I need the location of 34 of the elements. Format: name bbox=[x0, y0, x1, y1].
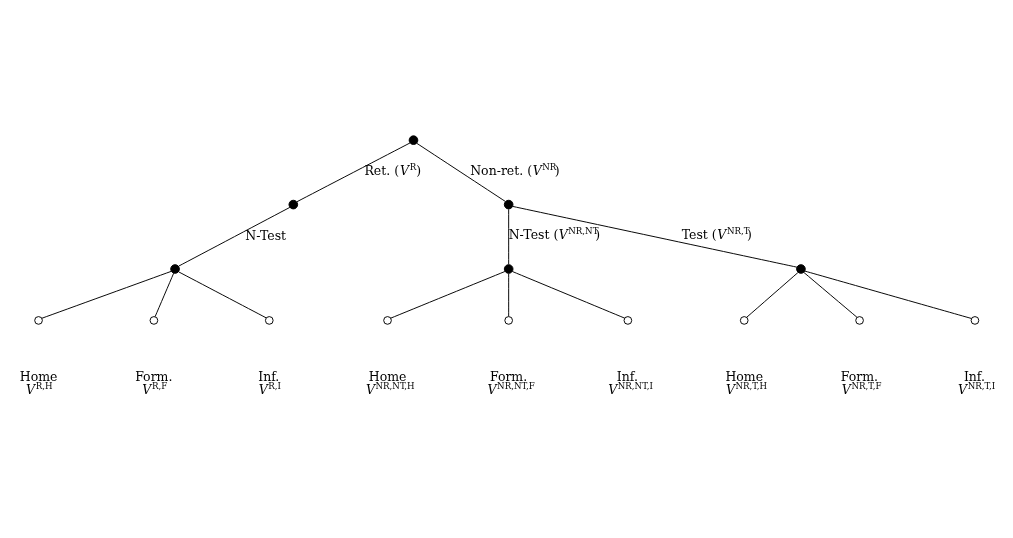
edge-label: Ret. (V$^{R}$) bbox=[364, 161, 422, 178]
node-circle bbox=[383, 316, 392, 325]
connector bbox=[390, 271, 506, 319]
node-dot bbox=[796, 264, 806, 274]
node-circle bbox=[623, 316, 633, 325]
edge-label: Non-ret. (V$^{NR}$) bbox=[470, 161, 560, 178]
node-dot bbox=[170, 264, 180, 274]
connector bbox=[511, 271, 626, 319]
connector bbox=[416, 142, 506, 202]
node-circle bbox=[149, 316, 159, 325]
connector bbox=[804, 270, 972, 319]
connector bbox=[296, 142, 411, 203]
edge-label: N-Test (V$^{NR,NT}$) bbox=[508, 226, 601, 243]
connector bbox=[178, 206, 291, 267]
node-circle bbox=[34, 316, 43, 325]
connector bbox=[803, 271, 858, 318]
connector bbox=[178, 271, 267, 319]
node-circle bbox=[504, 316, 513, 325]
connector bbox=[508, 208, 510, 265]
node-circle bbox=[739, 316, 749, 325]
connector bbox=[154, 272, 175, 318]
connector bbox=[746, 272, 799, 318]
connector bbox=[41, 270, 172, 319]
node-circle bbox=[264, 316, 274, 325]
connector bbox=[508, 273, 510, 317]
node-dot bbox=[503, 199, 514, 210]
connector bbox=[512, 205, 798, 268]
edge-label: N-Test bbox=[245, 228, 287, 244]
node-dot bbox=[503, 264, 514, 274]
edge-label: Test (V$^{NR,T}$) bbox=[681, 226, 752, 243]
node-circle bbox=[970, 316, 980, 325]
node-circle bbox=[855, 316, 864, 325]
node-dot bbox=[408, 135, 419, 145]
node-dot bbox=[288, 199, 299, 210]
